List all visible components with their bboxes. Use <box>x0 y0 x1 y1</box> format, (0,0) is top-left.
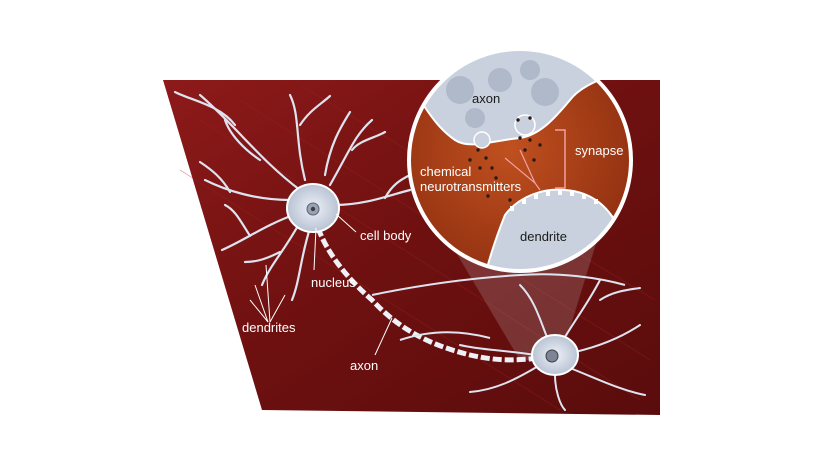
synapse-label: synapse <box>575 143 623 158</box>
receptors <box>510 190 598 211</box>
label-pointers <box>249 213 393 356</box>
zoom-dendrite-label: dendrite <box>520 229 567 244</box>
zoom-axon-label: axon <box>472 91 500 106</box>
dendrite-spine <box>478 188 631 271</box>
neurotransmitters-label: neurotransmitters <box>420 179 522 194</box>
dendrites-label: dendrites <box>242 320 296 335</box>
neurotransmitter-pointers <box>504 149 541 191</box>
main-nucleolus <box>310 206 316 212</box>
chemical-label: chemical <box>420 164 471 179</box>
axon-branch-bottom <box>399 331 491 341</box>
vesicles <box>446 60 559 128</box>
nucleus-label: nucleus <box>311 275 356 290</box>
neurotransmitter-dots <box>468 116 542 202</box>
main-neuron-dendrites <box>173 90 412 302</box>
axon-path <box>315 227 541 363</box>
axon-branch-top <box>371 273 626 296</box>
second-nucleus <box>545 349 559 363</box>
synapse-zoom: axon dendrite synapse chemical neurotran… <box>407 47 633 273</box>
cell-body-label: cell body <box>360 228 412 243</box>
synapse-bracket <box>555 129 566 189</box>
axon-label: axon <box>350 358 378 373</box>
zoom-rim <box>407 47 633 273</box>
